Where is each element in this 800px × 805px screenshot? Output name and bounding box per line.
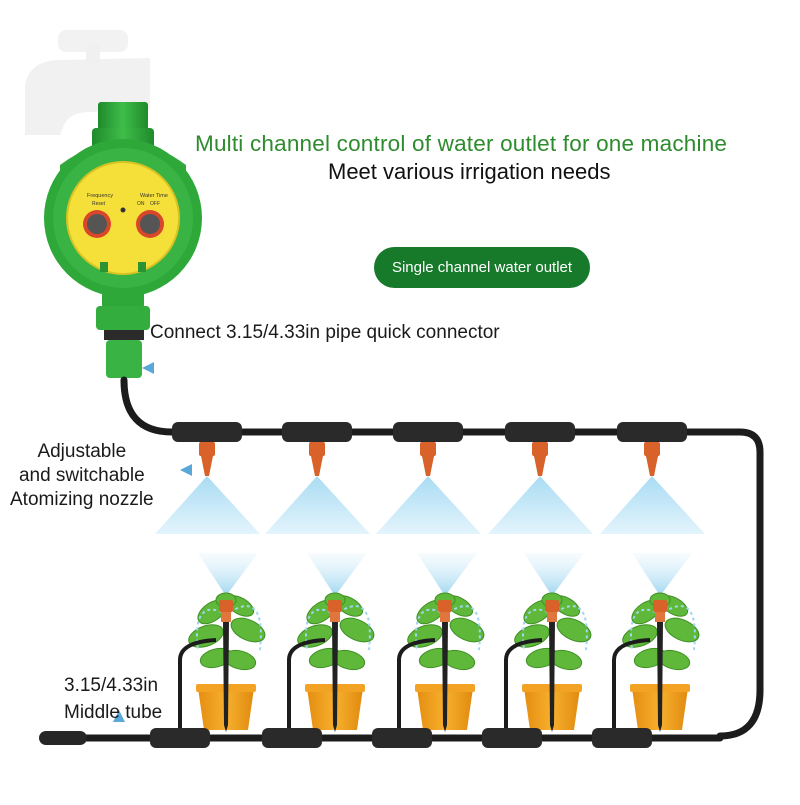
nozzle-label-line: and switchable — [18, 465, 145, 486]
nozzle-label-line: Adjustable — [37, 441, 127, 462]
spray-icon — [155, 476, 705, 534]
headline: Multi channel control of water outlet fo… — [195, 131, 728, 156]
plant-pot-icon — [178, 592, 700, 738]
timer-frequency-label: Frequency — [87, 193, 113, 199]
timer-reset-label: Reset — [92, 201, 106, 207]
plant-pot-icon — [397, 592, 485, 738]
tube-label-line: 3.15/4.33in — [64, 675, 159, 696]
arrow-pointer-icon — [180, 464, 192, 476]
nozzle-icon — [328, 600, 342, 612]
timer-watertime-label: Water Time — [140, 193, 168, 199]
timer-icon: Frequency Water Time Reset ON OFF — [44, 102, 202, 378]
plant-pot-icon — [612, 592, 700, 738]
nozzle-label: Adjustable and switchable Atomizing nozz… — [10, 440, 154, 512]
spray-icon — [198, 553, 692, 596]
nozzle-icon — [438, 600, 452, 612]
tube-icon — [150, 728, 652, 748]
plant-pot-icon — [504, 592, 592, 738]
nozzle-icon — [653, 600, 667, 612]
tube-icon — [172, 422, 687, 442]
subheadline: Meet various irrigation needs — [328, 159, 611, 184]
connector-label: Connect 3.15/4.33in pipe quick connector — [150, 322, 500, 343]
timer-on-label: ON — [137, 201, 145, 207]
plant-pot-icon — [178, 592, 266, 738]
timer-off-label: OFF — [150, 201, 160, 207]
arrow-pointer-icon — [142, 362, 154, 374]
arrow-pointer-icon — [113, 710, 125, 722]
tube-label-line: Middle tube — [64, 702, 163, 723]
single-channel-badge: Single channel water outlet — [374, 247, 590, 288]
tube-label: 3.15/4.33in Middle tube — [64, 672, 162, 726]
nozzle-icon — [219, 600, 233, 612]
nozzle-icon — [199, 442, 660, 476]
faucet-icon — [25, 30, 150, 135]
badge-label: Single channel water outlet — [391, 259, 573, 276]
nozzle-icon — [545, 600, 559, 612]
nozzle-label-line: Atomizing nozzle — [10, 489, 154, 510]
plant-pot-icon — [287, 592, 375, 738]
